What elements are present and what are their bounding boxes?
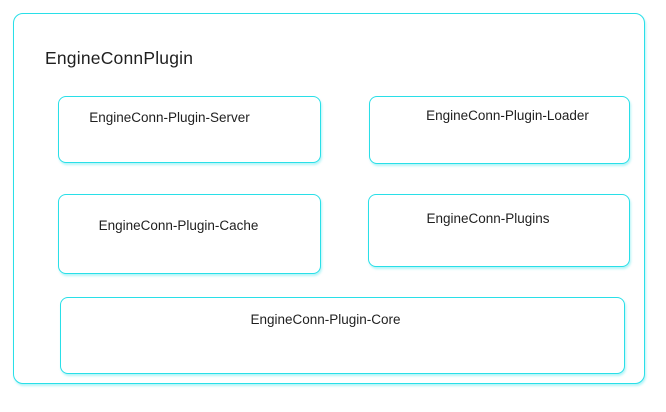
node-label-loader: EngineConn-Plugin-Loader (426, 108, 589, 123)
node-label-core: EngineConn-Plugin-Core (250, 312, 401, 327)
node-engineconn-plugin-core: EngineConn-Plugin-Core (60, 297, 625, 374)
container-title: EngineConnPlugin (45, 48, 194, 68)
node-engineconn-plugins: EngineConn-Plugins (368, 194, 630, 267)
node-engineconn-plugin-loader: EngineConn-Plugin-Loader (369, 96, 630, 164)
engineconnplugin-container-box: EngineConnPlugin EngineConn-Plugin-Serve… (13, 13, 645, 384)
node-label-server: EngineConn-Plugin-Server (89, 110, 250, 125)
node-label-cache: EngineConn-Plugin-Cache (98, 218, 259, 233)
node-engineconn-plugin-server: EngineConn-Plugin-Server (58, 96, 321, 163)
node-label-plugins: EngineConn-Plugins (426, 211, 550, 226)
node-engineconn-plugin-cache: EngineConn-Plugin-Cache (58, 194, 321, 274)
